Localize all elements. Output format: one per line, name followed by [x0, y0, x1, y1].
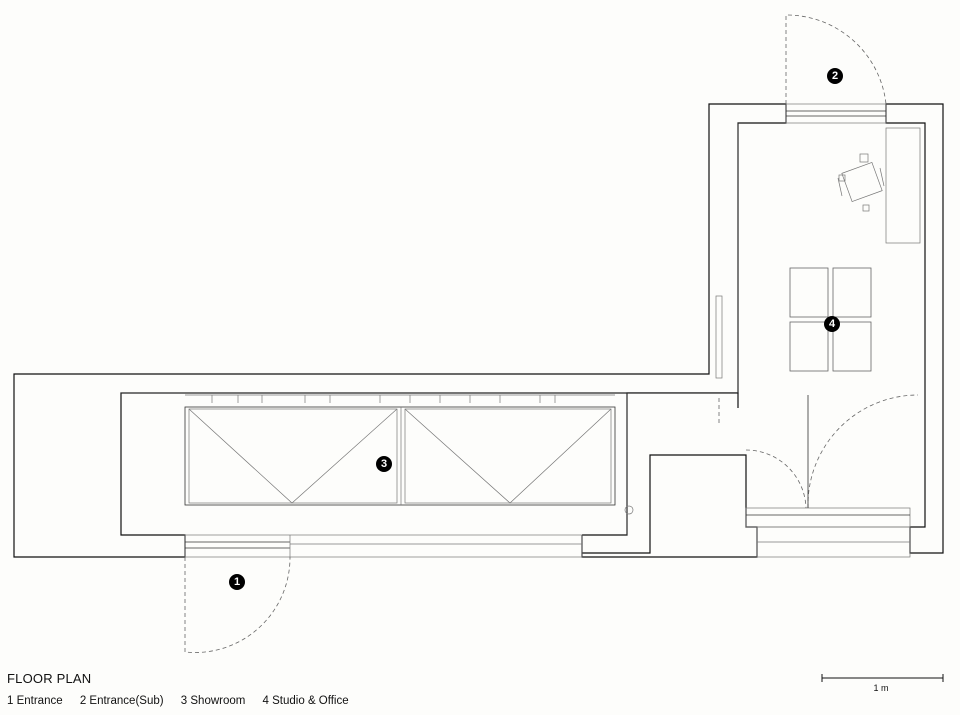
studio-door-swing-right: [807, 394, 919, 509]
office-chair: [837, 153, 885, 212]
studio-table-tiles: [789, 267, 872, 372]
display-case-right: [404, 408, 612, 504]
studio-door-swing-left: [745, 449, 807, 509]
display-case-frame: [184, 406, 616, 506]
display-case-left: [188, 408, 398, 504]
legend-item-entrance: 1 Entrance: [7, 695, 63, 707]
partition-wall: [715, 295, 723, 379]
plan-title: FLOOR PLAN: [7, 671, 92, 686]
marker-entrance-number: 1: [234, 576, 240, 588]
hanging-hooks: [211, 395, 556, 403]
east-walls: [885, 103, 944, 554]
sub-entrance-door-swing: [785, 14, 887, 105]
legend-item-showroom: 3 Showroom: [180, 695, 246, 707]
scale-bar-label: 1 m: [873, 683, 888, 693]
interior-outline: [121, 123, 739, 535]
studio-desk: [885, 127, 921, 244]
front-facade-opening: [184, 534, 583, 558]
room-legend: 1 Entrance 2 Entrance(Sub) 3 Showroom 4 …: [7, 695, 363, 707]
legend-item-studio-office: 4 Studio & Office: [262, 695, 349, 707]
marker-showroom-number: 3: [381, 458, 387, 470]
marker-studio-number: 4: [829, 318, 836, 330]
marker-entrance: 1: [229, 574, 245, 590]
marker-showroom: 3: [376, 456, 392, 472]
column-marker: [624, 505, 634, 515]
entrance-door-swing: [184, 556, 291, 653]
studio-opening: [745, 507, 911, 528]
marker-sub-entrance-number: 2: [832, 70, 838, 82]
marker-studio: 4: [824, 316, 840, 332]
marker-sub-entrance: 2: [827, 68, 843, 84]
south-walls: [581, 392, 758, 558]
scale-bar: 1 m: [821, 674, 944, 693]
display-case-left-diag: [188, 408, 398, 504]
display-case-right-diag: [404, 408, 612, 504]
legend-item-sub-entrance: 2 Entrance(Sub): [79, 695, 164, 707]
sub-entrance-opening: [785, 103, 887, 124]
